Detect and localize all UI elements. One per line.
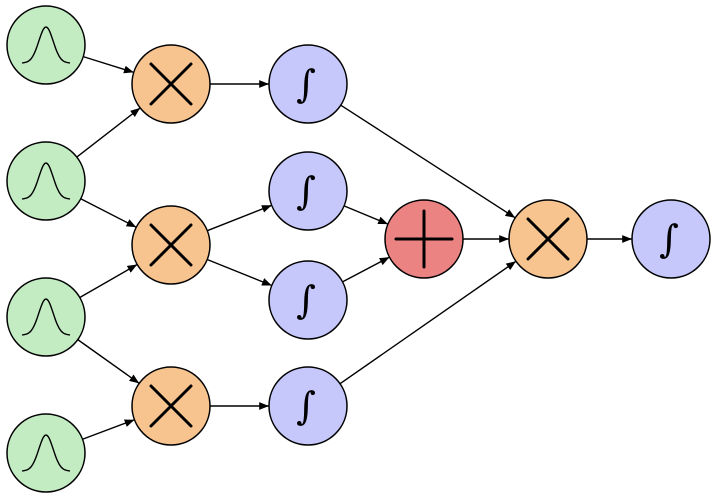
integral-icon: ∫ — [659, 217, 679, 261]
integral-icon: ∫ — [296, 278, 316, 322]
edge-g1-to-m1 — [83, 55, 134, 74]
gaussian-node-circle — [6, 141, 86, 221]
node-gaussian-g1 — [6, 5, 86, 85]
gaussian-curve-icon — [21, 434, 71, 472]
times-icon — [149, 62, 193, 106]
integral-icon: ∫ — [296, 169, 316, 213]
gaussian-curve-icon — [21, 26, 71, 64]
node-multiply-m3 — [131, 366, 211, 446]
gaussian-curve-icon — [21, 298, 71, 336]
gaussian-node-circle — [6, 277, 86, 357]
gaussian-curve-icon — [21, 162, 71, 200]
edge-g2-to-m2 — [80, 198, 137, 228]
edge-i1-to-m4 — [340, 104, 516, 219]
edge-i4-to-m4 — [339, 260, 517, 385]
edge-m2-to-i3 — [206, 258, 273, 287]
edges-layer — [76, 55, 632, 440]
times-icon — [149, 384, 193, 428]
edge-g3-to-m3 — [77, 339, 140, 384]
integral-node-circle — [268, 260, 348, 340]
node-integral-i3: ∫ — [268, 260, 348, 340]
nodes-layer: ∫ ∫ ∫ ∫ ∫ — [6, 5, 711, 493]
node-gaussian-g4 — [6, 413, 86, 493]
node-gaussian-g3 — [6, 277, 86, 357]
node-multiply-m1 — [131, 44, 211, 124]
edge-g2-to-m1 — [76, 107, 141, 158]
times-icon — [149, 223, 193, 267]
node-integral-i1: ∫ — [268, 44, 348, 124]
edge-m2-to-i2 — [207, 204, 272, 232]
integral-node-circle — [268, 44, 348, 124]
times-icon — [526, 217, 570, 261]
edge-i2-to-a1 — [343, 205, 389, 225]
integral-node-circle — [268, 151, 348, 231]
node-integral-i5: ∫ — [631, 199, 711, 279]
plus-icon — [394, 209, 454, 269]
node-add-a1 — [384, 199, 464, 279]
edge-g4-to-m3 — [82, 419, 135, 440]
integral-node-circle — [631, 199, 711, 279]
node-integral-i4: ∫ — [268, 366, 348, 446]
integral-node-circle — [268, 366, 348, 446]
node-multiply-m2 — [131, 205, 211, 285]
gaussian-node-circle — [6, 5, 86, 85]
integral-icon: ∫ — [296, 62, 316, 106]
integral-icon: ∫ — [296, 384, 316, 428]
node-integral-i2: ∫ — [268, 151, 348, 231]
node-gaussian-g2 — [6, 141, 86, 221]
edge-i3-to-a1 — [342, 256, 390, 283]
edge-g3-to-m2 — [79, 263, 138, 299]
node-multiply-m4 — [508, 199, 588, 279]
gaussian-node-circle — [6, 413, 86, 493]
